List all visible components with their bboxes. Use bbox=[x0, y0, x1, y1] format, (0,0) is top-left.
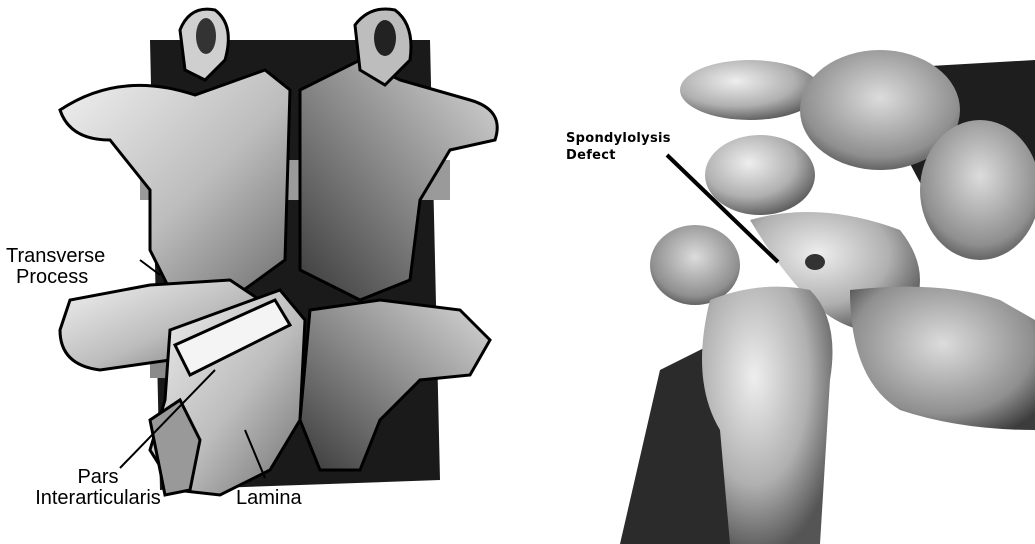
label-lamina: Lamina bbox=[236, 488, 302, 509]
facet-left bbox=[196, 18, 216, 54]
upper-vertebra-right bbox=[300, 60, 497, 300]
pars-line1: Pars bbox=[8, 467, 188, 488]
defect-line1: Spondylolysis bbox=[566, 130, 671, 147]
pars-line2: Interarticularis bbox=[8, 488, 188, 509]
defect-line2: Defect bbox=[566, 147, 671, 164]
left-process bbox=[650, 225, 740, 305]
defect-gap bbox=[805, 254, 825, 270]
top-process-1 bbox=[680, 60, 820, 120]
vertebrae-posterior-figure: Transverse Process Pars Interarticularis… bbox=[0, 0, 520, 544]
transverse-line2: Process bbox=[6, 267, 105, 288]
label-spondylolysis-defect: Spondylolysis Defect bbox=[566, 130, 671, 164]
transverse-line1: Transverse bbox=[6, 246, 105, 267]
label-pars-interarticularis: Pars Interarticularis bbox=[8, 467, 188, 509]
facet-right bbox=[374, 20, 396, 56]
right-body bbox=[920, 120, 1035, 260]
spondylolysis-figure: Spondylolysis Defect bbox=[520, 0, 1035, 544]
middle-process bbox=[705, 135, 815, 215]
lower-body-right bbox=[850, 287, 1035, 430]
label-transverse-process: Transverse Process bbox=[6, 246, 105, 288]
spondylolysis-illustration bbox=[520, 0, 1035, 544]
